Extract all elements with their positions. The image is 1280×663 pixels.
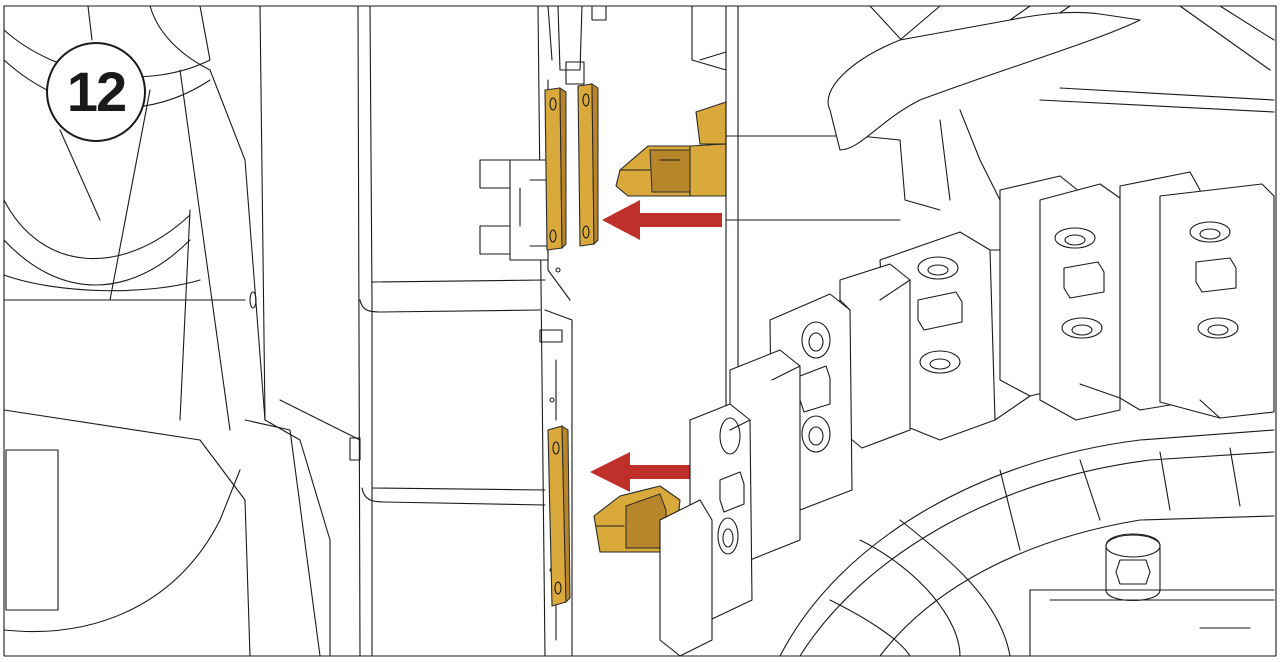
upper-washer-plates bbox=[544, 83, 599, 251]
lower-washer-plate bbox=[547, 425, 571, 607]
machine-body-left bbox=[3, 5, 361, 657]
mounting-bracket bbox=[479, 159, 549, 261]
drive-wheel bbox=[779, 429, 1275, 657]
step-number: 12 bbox=[66, 60, 127, 123]
tooth-chain bbox=[659, 171, 1275, 657]
diagram-frame bbox=[3, 5, 1277, 657]
upper-clip-part bbox=[615, 101, 727, 197]
insert-arrow-lower bbox=[590, 452, 710, 492]
insert-arrow-upper bbox=[602, 200, 722, 240]
step-number-badge: 12 bbox=[46, 42, 146, 142]
right-assembly-frame bbox=[691, 5, 1275, 421]
central-housing bbox=[357, 5, 607, 657]
